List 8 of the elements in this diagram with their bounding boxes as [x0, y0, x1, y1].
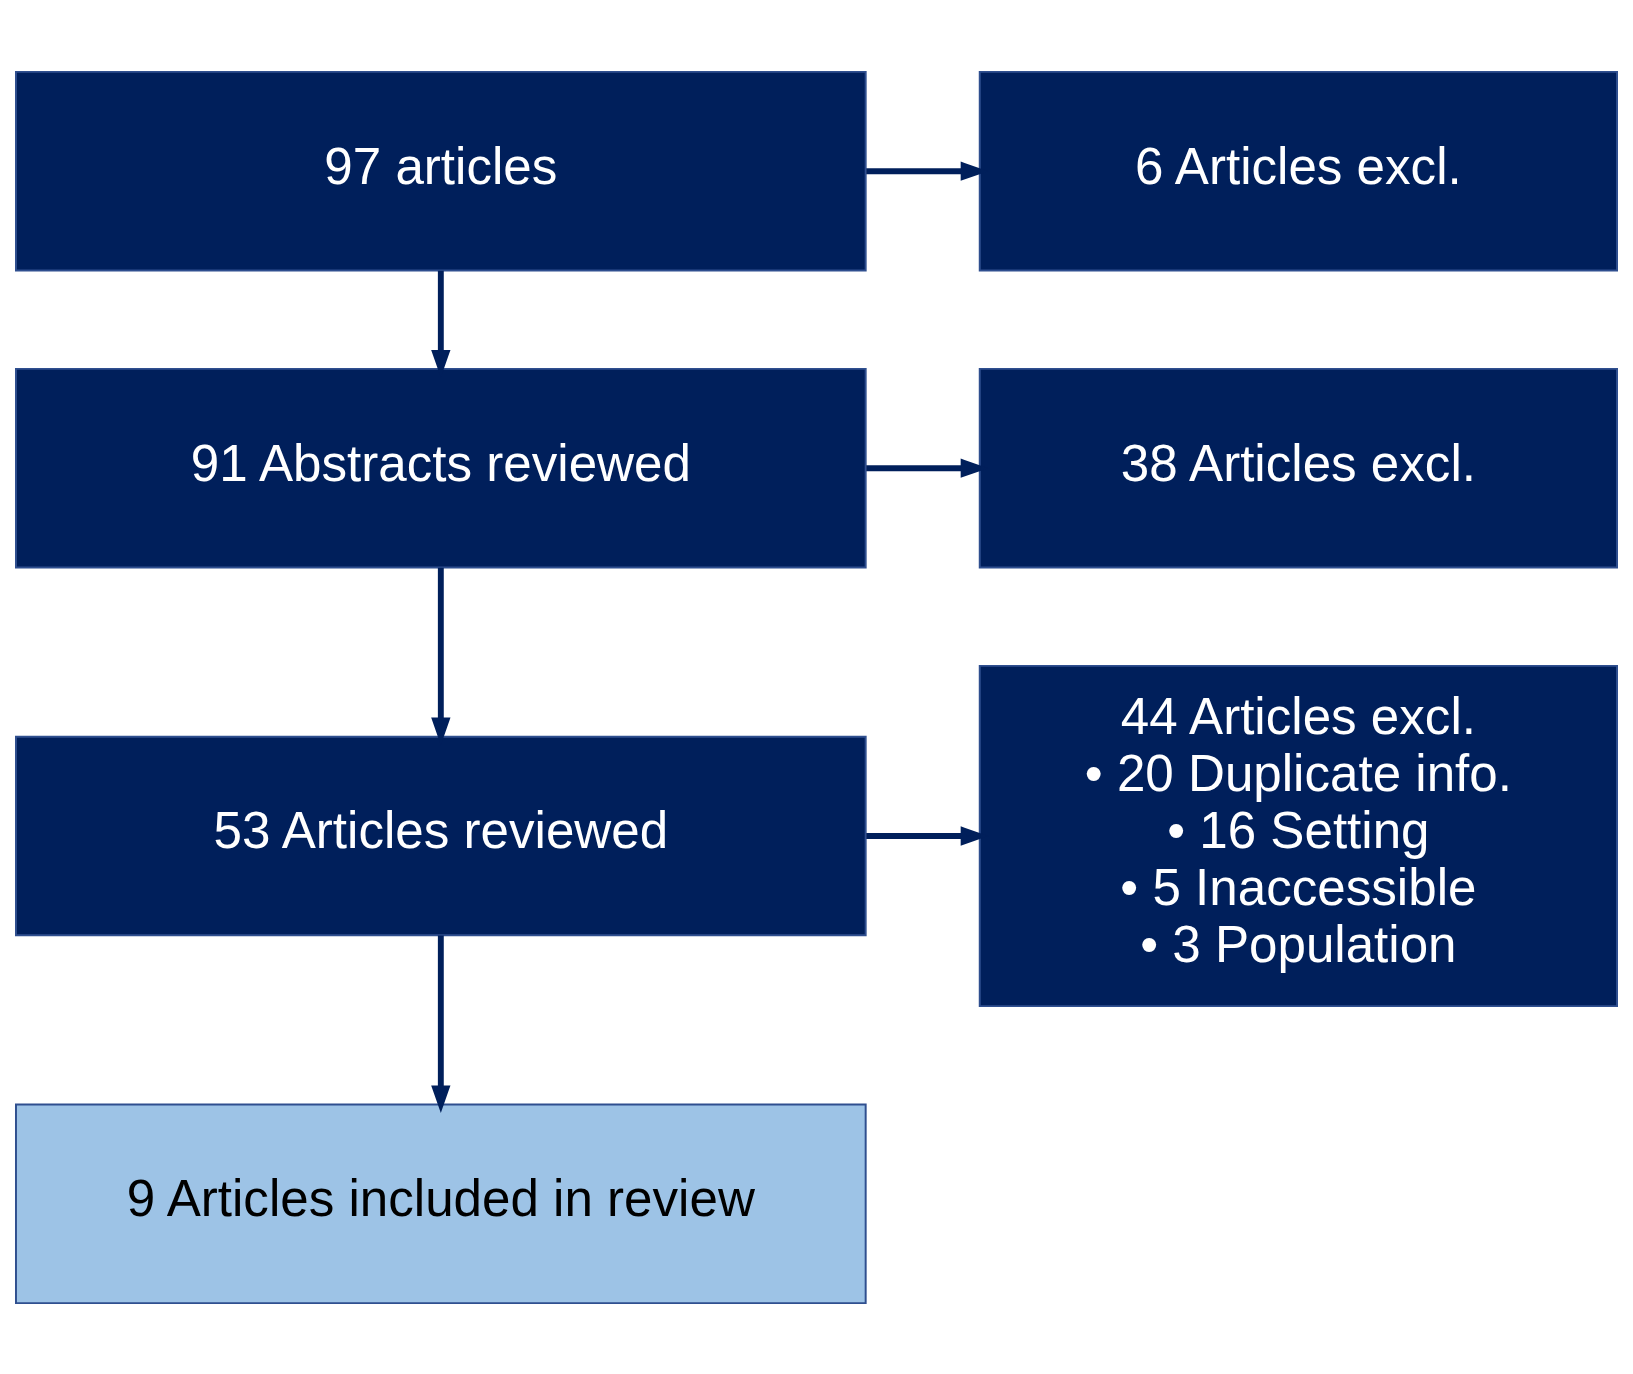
node-box: 91 Abstracts reviewed: [15, 367, 867, 568]
node-box: 44 Articles excl. • 20 Duplicate info. • 16 Setting • 5 Inaccessible • 3 Population: [978, 664, 1618, 1007]
node-box: 38 Articles excl.: [978, 367, 1618, 568]
node-box: 97 articles: [15, 70, 867, 271]
node-box: 53 Articles reviewed: [15, 735, 867, 936]
node-box: 9 Articles included in review: [15, 1103, 867, 1304]
node-box: 6 Articles excl.: [978, 70, 1618, 271]
arrow: [431, 935, 451, 1113]
